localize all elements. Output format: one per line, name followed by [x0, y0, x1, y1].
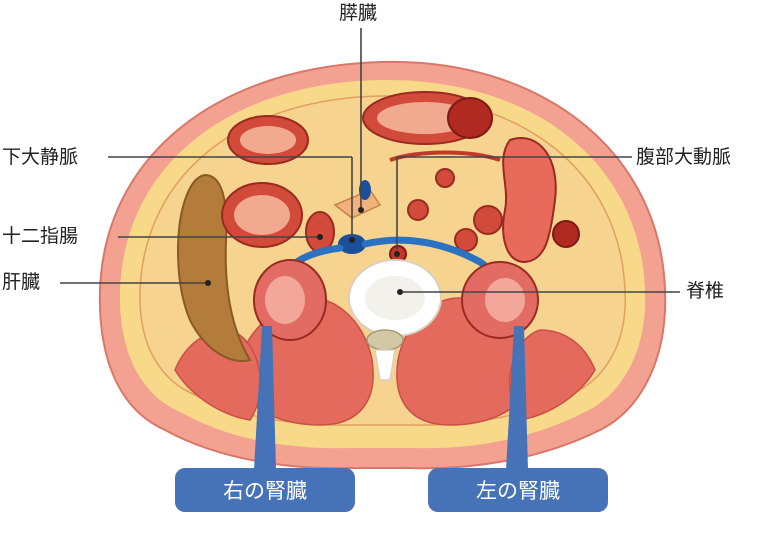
dot-pancreas: [358, 207, 364, 213]
vertebral-core: [365, 276, 425, 320]
dot-spine: [397, 289, 403, 295]
label-aorta: 腹部大動脈: [636, 148, 731, 167]
bowel-upper-right: [448, 98, 492, 138]
spinal-canal: [367, 330, 403, 350]
right-kidney-inner: [265, 276, 305, 324]
dot-ivc: [349, 237, 355, 243]
intestine-loop-3: [408, 200, 428, 220]
dot-aorta: [394, 251, 400, 257]
bowel-upper-left-inner: [240, 126, 296, 154]
dot-duodenum: [317, 234, 323, 240]
label-liver: 肝臓: [2, 273, 40, 292]
callout-left-kidney: 左の腎臓: [428, 468, 608, 512]
intestine-loop-2: [455, 229, 477, 251]
intestine-loop-5: [553, 221, 579, 247]
intestine-loop-4: [436, 169, 454, 187]
label-pancreas: 膵臓: [339, 4, 377, 23]
label-ivc: 下大静脈: [2, 148, 78, 167]
intestine-loop-1: [474, 206, 502, 234]
duodenum-shape: [306, 212, 334, 252]
left-kidney-inner: [485, 278, 525, 322]
callout-right-kidney: 右の腎臓: [175, 468, 355, 512]
label-spine: 脊椎: [686, 282, 724, 301]
bowel-mid-left-inner: [234, 195, 290, 235]
dot-liver: [205, 280, 211, 286]
label-duodenum: 十二指腸: [2, 227, 78, 246]
